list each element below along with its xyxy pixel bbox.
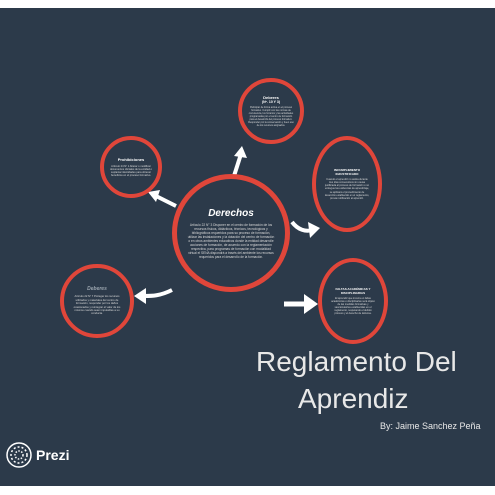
top-node-title: Deberes [263, 95, 279, 100]
presentation-title-line2: Aprendiz [298, 383, 409, 414]
presentation-title-line1: Reglamento Del [256, 346, 457, 377]
center-node-body: Artículo 22 N° 3 Disponer en el centro d… [187, 222, 275, 259]
presentation-byline: By: Jaime Sanchez Peña [380, 421, 481, 431]
right-top-node-body: Cuando el aprendiz no asista durante tre… [324, 178, 370, 200]
prezi-logo-icon [6, 442, 32, 468]
arrow-to-top [232, 146, 247, 177]
top-node-body: Participar de forma activa en el proceso… [248, 106, 294, 127]
left-bottom-node-deberes[interactable]: Deberes Artículo 22 Nº 7 Proteger los re… [60, 264, 134, 338]
left-top-node-title: Prohibiciones [117, 156, 145, 162]
right-bottom-node-body: El aprendiz que incurra en faltas académ… [331, 296, 375, 316]
prezi-logo-text: Prezi [36, 447, 70, 463]
center-node-title: Derechos [208, 207, 254, 219]
left-top-node-prohibiciones[interactable]: Prohibiciones Artículo 24 Nº 1 Alterar o… [100, 136, 162, 198]
left-top-node-body: Artículo 24 Nº 1 Alterar o modificar doc… [110, 164, 152, 178]
prezi-logo[interactable]: Prezi [6, 442, 69, 468]
arrow-to-right-top [290, 220, 320, 238]
right-bottom-node[interactable]: FALTAS ACADÉMICAS Y DISCIPLINARIAS El ap… [318, 258, 388, 344]
left-bottom-node-body: Artículo 22 Nº 7 Proteger los recursos u… [73, 295, 121, 316]
arrow-to-left-bottom [134, 288, 173, 304]
top-node[interactable]: Deberes (Nº. 10 Y 3) Participar de forma… [238, 78, 304, 144]
center-node-derechos[interactable]: Derechos Artículo 22 N° 3 Disponer en el… [172, 174, 290, 292]
right-bottom-node-title: FALTAS ACADÉMICAS Y DISCIPLINARIAS [335, 286, 371, 295]
right-top-node[interactable]: INCUMPLIMIENTO INJUSTIFICADO Cuando el a… [312, 136, 382, 232]
top-node-subtitle: (Nº. 10 Y 3) [261, 100, 281, 104]
left-bottom-node-title: Deberes [87, 286, 107, 293]
prezi-canvas: Derechos Artículo 22 N° 3 Disponer en el… [0, 8, 495, 486]
arrow-to-right-bottom [284, 294, 318, 314]
arrow-to-left-top [148, 190, 177, 208]
right-top-node-title: INCUMPLIMIENTO INJUSTIFICADO [333, 168, 361, 177]
